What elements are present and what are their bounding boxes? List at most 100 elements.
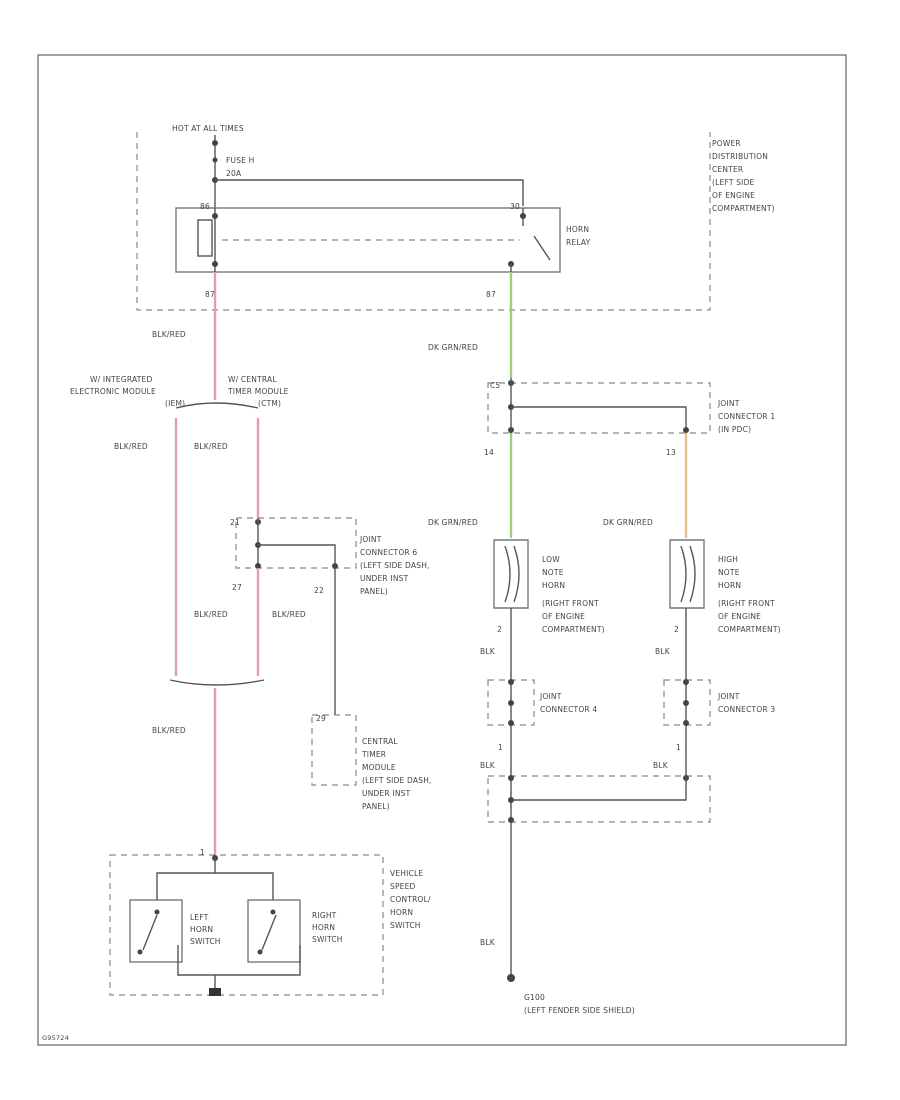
relay-coil-icon xyxy=(197,219,213,257)
pin-jc6-22: 22 xyxy=(314,586,324,595)
high-note-horn-icon xyxy=(669,539,705,609)
svg-text:HORN: HORN xyxy=(390,908,413,917)
pin-jc1-c5: C5 xyxy=(490,381,500,390)
pin-ctm-29: 29 xyxy=(316,714,326,723)
right-horn-switch-label: RIGHT HORN SWITCH xyxy=(312,911,342,944)
svg-text:CONNECTOR 4: CONNECTOR 4 xyxy=(540,705,597,714)
svg-text:UNDER INST: UNDER INST xyxy=(360,574,409,583)
svg-text:RELAY: RELAY xyxy=(566,238,591,247)
high-note-horn-label: HIGH NOTE HORN (RIGHT FRONT OF ENGINE CO… xyxy=(718,555,781,634)
svg-text:NOTE: NOTE xyxy=(718,568,740,577)
wire-label-blk-red-b: BLK/RED xyxy=(114,442,148,451)
fuse-label: FUSE H xyxy=(226,156,255,165)
pin-30: 30 xyxy=(510,202,520,211)
svg-text:(IEM): (IEM) xyxy=(165,399,185,408)
svg-text:NOTE: NOTE xyxy=(542,568,564,577)
pin-jc6-21: 21 xyxy=(230,518,240,527)
svg-text:(RIGHT FRONT: (RIGHT FRONT xyxy=(542,599,599,608)
joint-connector-1-box xyxy=(487,382,711,434)
left-horn-switch-label: LEFT HORN SWITCH xyxy=(190,913,221,946)
wire-label-blk-red-c: BLK/RED xyxy=(194,442,228,451)
svg-text:(LEFT SIDE: (LEFT SIDE xyxy=(712,178,755,187)
joint-connector-6-box xyxy=(235,517,357,569)
svg-text:PANEL): PANEL) xyxy=(360,587,388,596)
svg-text:POWER: POWER xyxy=(712,139,741,148)
svg-text:HORN: HORN xyxy=(190,925,213,934)
svg-text:DISTRIBUTION: DISTRIBUTION xyxy=(712,152,768,161)
wire-label-blk-red-f: BLK/RED xyxy=(152,726,186,735)
svg-text:COMPARTMENT): COMPARTMENT) xyxy=(712,204,775,213)
pin-87-left: 87 xyxy=(205,290,215,299)
svg-text:JOINT: JOINT xyxy=(717,399,740,408)
svg-text:(CTM): (CTM) xyxy=(258,399,281,408)
svg-text:CONNECTOR 1: CONNECTOR 1 xyxy=(718,412,775,421)
central-timer-module-box xyxy=(311,714,357,786)
svg-text:JOINT: JOINT xyxy=(717,692,740,701)
svg-text:(RIGHT FRONT: (RIGHT FRONT xyxy=(718,599,775,608)
wire-label-blk-red-e: BLK/RED xyxy=(272,610,306,619)
svg-text:OF ENGINE: OF ENGINE xyxy=(712,191,755,200)
svg-text:LEFT: LEFT xyxy=(190,913,209,922)
pin-87-right: 87 xyxy=(486,290,496,299)
svg-text:MODULE: MODULE xyxy=(362,763,396,772)
svg-text:HORN: HORN xyxy=(312,923,335,932)
svg-text:OF ENGINE: OF ENGINE xyxy=(542,612,585,621)
svg-text:COMPARTMENT): COMPARTMENT) xyxy=(718,625,781,634)
diagram-frame xyxy=(37,54,847,1046)
svg-text:PANEL): PANEL) xyxy=(362,802,390,811)
svg-text:UNDER INST: UNDER INST xyxy=(362,789,411,798)
low-note-horn-label: LOW NOTE HORN (RIGHT FRONT OF ENGINE COM… xyxy=(542,555,605,634)
svg-text:CONTROL/: CONTROL/ xyxy=(390,895,431,904)
svg-text:TIMER: TIMER xyxy=(361,750,386,759)
relay-feed-wire xyxy=(215,179,524,206)
svg-text:RIGHT: RIGHT xyxy=(312,911,337,920)
svg-text:CONNECTOR 6: CONNECTOR 6 xyxy=(360,548,417,557)
svg-text:SWITCH: SWITCH xyxy=(190,937,221,946)
joint-connector-4-box xyxy=(487,679,535,726)
joint-connector-6-label: JOINT CONNECTOR 6 (LEFT SIDE DASH, UNDER… xyxy=(359,535,429,596)
svg-text:W/ CENTRAL: W/ CENTRAL xyxy=(228,375,277,384)
ground-g100-label: G100 (LEFT FENDER SIDE SHIELD) xyxy=(524,993,635,1015)
wire-label-dk-grn-red-c: DK GRN/RED xyxy=(603,518,653,527)
wire-label-blk-d: BLK xyxy=(653,761,669,770)
wire-label-dk-grn-red-b: DK GRN/RED xyxy=(428,518,478,527)
svg-text:SWITCH: SWITCH xyxy=(390,921,421,930)
svg-text:CONNECTOR 3: CONNECTOR 3 xyxy=(718,705,775,714)
wire-label-blk-red-d: BLK/RED xyxy=(194,610,228,619)
wire-label-dk-grn-red-a: DK GRN/RED xyxy=(428,343,478,352)
svg-text:TIMER MODULE: TIMER MODULE xyxy=(227,387,289,396)
pin-jc6-27: 27 xyxy=(232,583,242,592)
svg-text:JOINT: JOINT xyxy=(539,692,562,701)
switch-ground-icon xyxy=(209,988,221,996)
svg-text:(LEFT FENDER SIDE SHIELD): (LEFT FENDER SIDE SHIELD) xyxy=(524,1006,635,1015)
figure-code: G95724 xyxy=(42,1034,69,1042)
svg-text:OF ENGINE: OF ENGINE xyxy=(718,612,761,621)
svg-text:(LEFT SIDE DASH,: (LEFT SIDE DASH, xyxy=(362,776,432,785)
wire-label-blk-red-a: BLK/RED xyxy=(152,330,186,339)
joint-connector-3-box xyxy=(663,679,711,726)
hot-at-all-times-label: HOT AT ALL TIMES xyxy=(172,124,244,133)
svg-text:COMPARTMENT): COMPARTMENT) xyxy=(542,625,605,634)
ctm-note: W/ CENTRAL TIMER MODULE (CTM) xyxy=(227,375,289,408)
svg-text:CENTRAL: CENTRAL xyxy=(362,737,398,746)
vsc-horn-switch-label: VEHICLE SPEED CONTROL/ HORN SWITCH xyxy=(390,869,431,930)
horn-relay-box xyxy=(175,207,561,273)
pin-jc1-13: 13 xyxy=(666,448,676,457)
svg-text:(IN PDC): (IN PDC) xyxy=(718,425,751,434)
svg-text:SPEED: SPEED xyxy=(390,882,416,891)
horn-switch-assembly-box xyxy=(109,854,384,996)
left-horn-switch-box xyxy=(129,899,183,963)
iem-note: W/ INTEGRATED ELECTRONIC MODULE (IEM) xyxy=(70,375,185,408)
ground-g100-icon xyxy=(507,974,515,982)
svg-text:CENTER: CENTER xyxy=(712,165,743,174)
right-horn-switch-icon xyxy=(261,914,277,951)
pdc-label: POWER DISTRIBUTION CENTER (LEFT SIDE OF … xyxy=(712,139,775,213)
pin-jc3-1: 1 xyxy=(676,743,681,752)
wire-label-blk-b: BLK xyxy=(655,647,671,656)
svg-text:VEHICLE: VEHICLE xyxy=(390,869,423,878)
svg-text:HORN: HORN xyxy=(566,225,589,234)
svg-text:LOW: LOW xyxy=(542,555,560,564)
low-note-horn-icon xyxy=(493,539,529,609)
relay-switch-icon xyxy=(533,235,551,261)
